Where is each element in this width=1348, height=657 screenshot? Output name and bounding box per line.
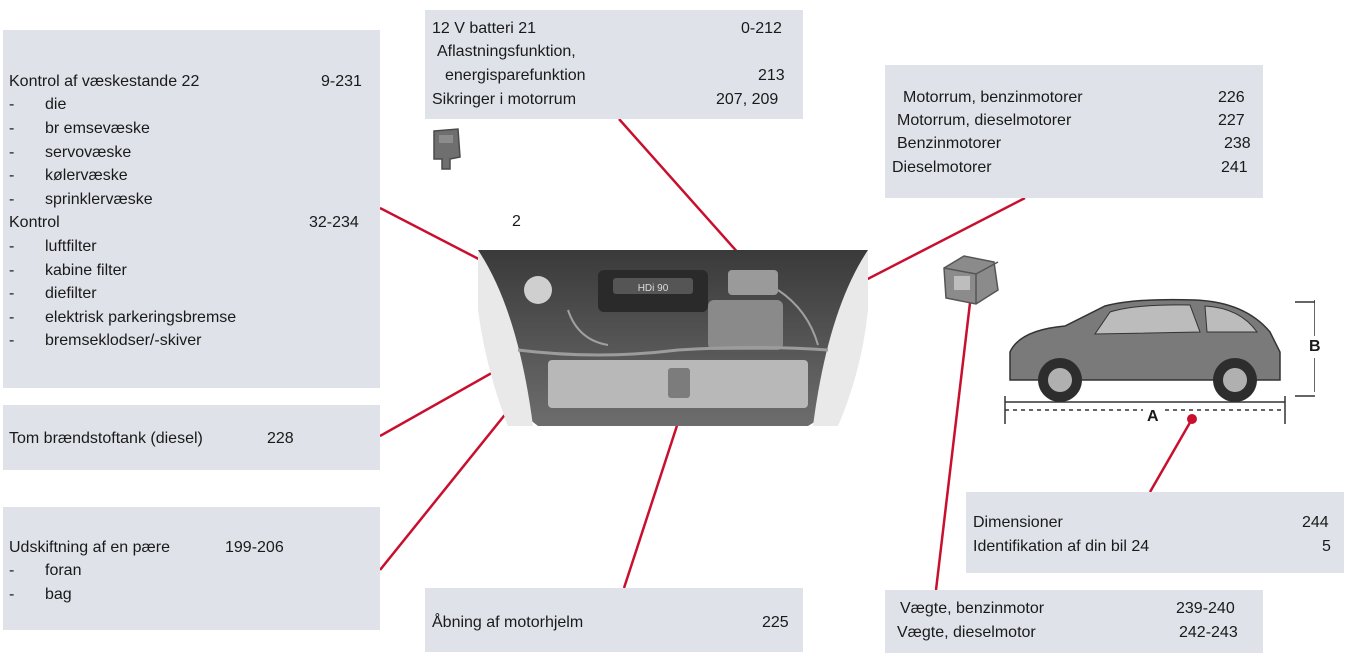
fluid-item: die: [45, 96, 67, 113]
fluid-item: kølervæske: [45, 167, 128, 184]
weight-row-label: Vægte, benzinmotor: [900, 600, 1045, 617]
leader-line-hood: [622, 397, 688, 589]
energy-saving-label: energisparefunktion: [445, 67, 586, 84]
battery-pages: 0-212: [741, 20, 782, 37]
fluid-check-title: Kontrol af væskestande 22: [9, 73, 200, 90]
fuel-tank-label: Tom brændstoftank (diesel): [9, 430, 203, 447]
bulb-label: Udskiftning af en pære: [9, 539, 170, 556]
car-side-illustration: [1004, 298, 1315, 424]
load-shedding-label: Aflastningsfunktion,: [437, 43, 576, 60]
control-pages: 32-234: [309, 214, 359, 231]
engine-row-page: 241: [1221, 159, 1248, 176]
jack-icon: [943, 255, 999, 305]
engine-row-page: 238: [1224, 135, 1251, 152]
fluid-item: sprinklervæske: [45, 191, 153, 208]
engine-row-label: Dieselmotorer: [892, 159, 992, 176]
svg-text:HDi 90: HDi 90: [638, 283, 669, 294]
panel-battery: 12 V batteri 21 0-212 Aflastningsfunktio…: [425, 10, 803, 119]
dimensions-label: Dimensioner: [973, 514, 1063, 531]
engine-row-label: Motorrum, dieselmotorer: [897, 112, 1072, 129]
control-item: kabine filter: [45, 262, 127, 279]
fluid-check-pages: 9-231: [321, 73, 362, 90]
panel-fluid-checks: Kontrol af væskestande 22 9-231 - die - …: [3, 30, 380, 388]
stray-page-number: 2: [512, 213, 521, 230]
control-item: diefilter: [45, 285, 97, 302]
dimension-label-b: B: [1309, 336, 1321, 358]
panel-bulb-replacement: Udskiftning af en pære 199-206 - foran -…: [3, 507, 380, 630]
dimensions-page: 244: [1302, 514, 1329, 531]
engine-row-page: 227: [1218, 112, 1245, 129]
dimension-label-a: A: [1143, 408, 1163, 426]
panel-hood-opening: Åbning af motorhjelm 225: [425, 588, 803, 652]
fluid-item: servovæske: [45, 144, 132, 161]
control-item: elektrisk parkeringsbremse: [45, 309, 237, 326]
fuses-pages: 207, 209: [716, 91, 779, 108]
hood-label: Åbning af motorhjelm: [432, 614, 584, 631]
engine-row-label: Motorrum, benzinmotorer: [903, 89, 1083, 106]
panel-weights: Vægte, benzinmotor 239-240 Vægte, diesel…: [885, 590, 1263, 653]
bulb-pages: 199-206: [225, 539, 284, 556]
weight-row-label: Vægte, dieselmotor: [897, 624, 1036, 641]
panel-dimensions: Dimensioner 244 Identifikation af din bi…: [966, 492, 1344, 573]
fuse-icon: [433, 128, 461, 170]
identification-page: 5: [1322, 538, 1331, 555]
battery-label: 12 V batteri 21: [432, 20, 537, 37]
panel-engines: Motorrum, benzinmotorer 226 Motorrum, di…: [885, 65, 1263, 198]
control-title: Kontrol: [9, 214, 60, 231]
weight-row-pages: 239-240: [1176, 600, 1235, 617]
engine-row-label: Benzinmotorer: [897, 135, 1002, 152]
control-item: luftfilter: [45, 238, 97, 255]
panel-fuel-tank: Tom brændstoftank (diesel) 228: [3, 405, 380, 470]
fluid-item: br emsevæske: [45, 120, 150, 137]
hood-page: 225: [762, 614, 789, 631]
bulb-item: foran: [45, 562, 82, 579]
identification-label: Identifikation af din bil 24: [973, 538, 1150, 555]
engine-bay-illustration: HDi 90: [478, 250, 868, 426]
fuel-tank-page: 228: [267, 430, 294, 447]
fuses-label: Sikringer i motorrum: [432, 91, 577, 108]
weight-row-pages: 242-243: [1179, 624, 1238, 641]
engine-row-page: 226: [1218, 89, 1245, 106]
control-item: bremseklodser/-skiver: [45, 332, 202, 349]
bulb-item: bag: [45, 586, 72, 603]
energy-saving-page: 213: [758, 67, 785, 84]
